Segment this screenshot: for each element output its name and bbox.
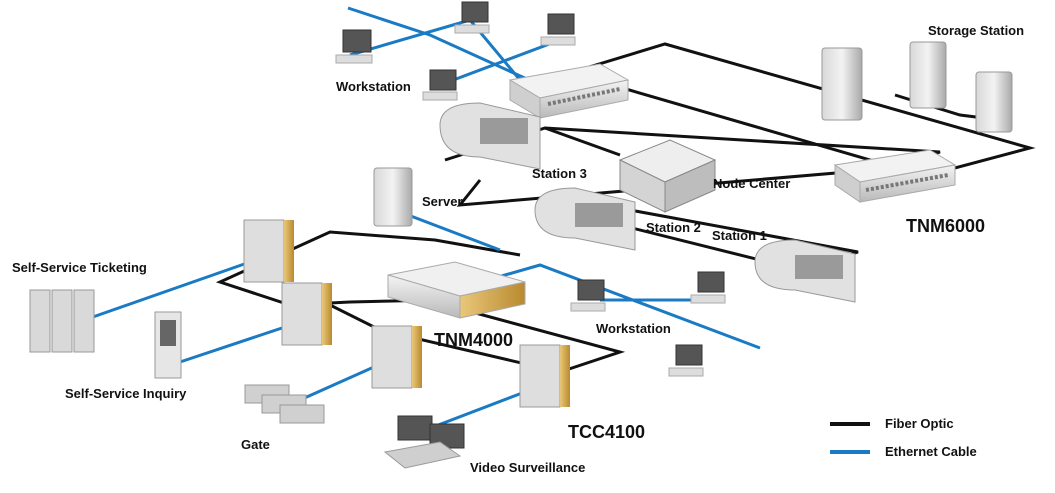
node-center-building [618,139,717,213]
storage-tower-2 [909,41,947,109]
station2-cabinet [534,187,636,251]
workstations-mid [570,271,726,377]
station1-cabinet [754,239,856,303]
tnm4000-device [387,261,526,319]
tnm6000-label: TNM6000 [906,216,985,236]
fiber-tnm4000-ring [215,230,521,307]
workstation-pc [570,279,606,312]
eth-inquiry [179,320,301,364]
gate-label: Gate [241,437,270,452]
storage-station-label: Storage Station [928,23,1024,38]
workstation-pc [454,1,490,34]
workstation-pc [422,69,458,101]
storage-tower-1 [821,47,863,121]
legend-ethernet-label: Ethernet Cable [885,444,977,459]
eth-gate [299,360,386,402]
tnm6000-rack-bottom [833,149,957,203]
gate-turnstiles [244,384,325,424]
legend-fiber-label: Fiber Optic [885,416,954,431]
server-tower [373,167,413,227]
storage-tower-3 [975,71,1013,133]
workstation-pc [335,29,373,64]
surveillance-monitors [383,415,465,469]
eth-ws-top-b [439,38,561,87]
station1-label: Station 1 [712,228,767,243]
tnm6000-rack-top [508,63,630,119]
fiber-station-node [544,126,621,157]
station3-label: Station 3 [532,166,587,181]
tcc4100-label: TCC4100 [568,422,645,442]
workstation-pc [540,13,576,46]
workstation-top-label: Workstation [336,79,411,94]
switch-2 [281,282,332,346]
station2-label: Station 2 [646,220,701,235]
switch-3 [371,325,422,389]
server-label: Server [422,194,462,209]
switch-4 [519,344,570,408]
video-surveillance-label: Video Surveillance [470,460,585,475]
station3-cabinet [439,102,541,170]
switch-1 [243,219,294,283]
legend: Fiber Optic Ethernet Cable [830,416,977,459]
workstation-pc [690,271,726,304]
self-service-inquiry-label: Self-Service Inquiry [65,386,187,401]
self-service-ticketing-label: Self-Service Ticketing [12,260,147,275]
ticketing-kiosks [29,289,95,353]
workstation-pc [668,344,704,377]
workstation-mid-label: Workstation [596,321,671,336]
workstations-top [335,1,576,101]
inquiry-kiosk [154,311,182,379]
fiber-ring-top [519,42,1036,178]
eth-ticketing [89,260,251,320]
eth-workstation-top [347,6,541,87]
storage-station [821,41,1013,133]
tnm4000-label: TNM4000 [434,330,513,350]
node-center-label: Node Center [713,176,790,191]
